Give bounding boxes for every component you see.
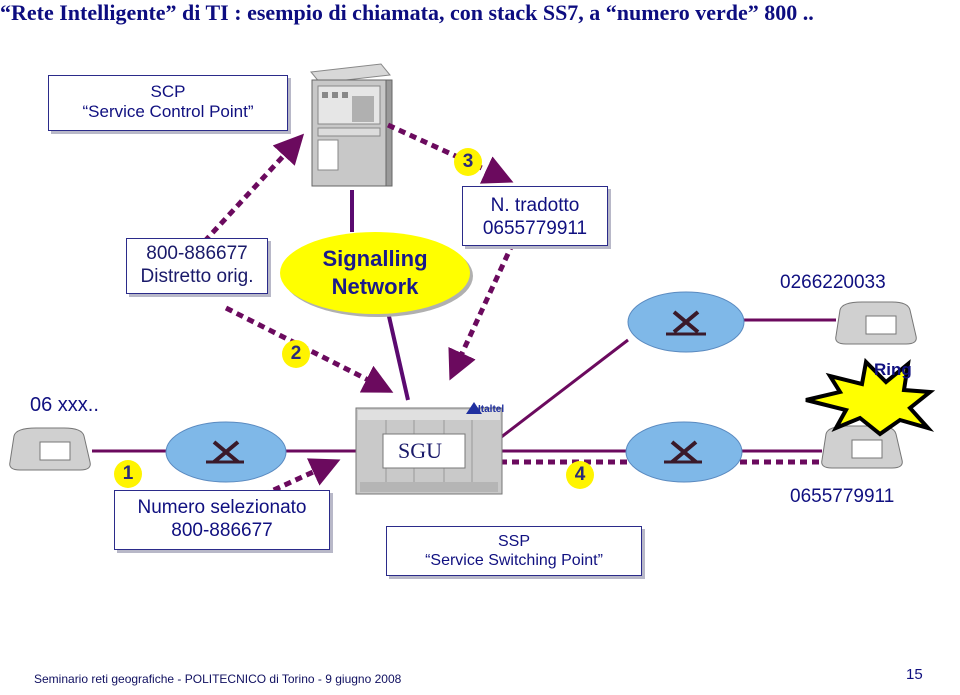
sgu-label: SGU	[398, 438, 443, 463]
page-title: “Rete Intelligente” di TI : esempio di c…	[0, 0, 814, 25]
ssp-subtitle: “Service Switching Point”	[425, 552, 603, 570]
translated-label: N. tradotto	[490, 195, 580, 216]
step-badge-4: 4	[566, 461, 594, 489]
signalling-network: Signalling Network	[280, 232, 470, 314]
page-number: 15	[906, 666, 923, 683]
switch-icon	[627, 291, 745, 353]
scp-box: SCP “Service Control Point”	[48, 75, 288, 131]
step-badge-1: 1	[114, 460, 142, 488]
phone-icon	[821, 425, 903, 469]
switch-icon	[625, 421, 743, 483]
dialed-district: Distretto orig.	[140, 265, 254, 287]
italtel-label: Italtel	[478, 404, 505, 415]
scp-title: SCP	[150, 82, 186, 101]
signalling-line1: Signalling	[322, 246, 428, 271]
selected-number-box: Numero selezionato 800-886677	[114, 490, 330, 550]
server-icon	[310, 63, 393, 187]
ssp-box: SSP “Service Switching Point”	[386, 526, 642, 576]
selected-label: Numero selezionato	[137, 497, 307, 518]
dialed-number: 800-886677	[146, 243, 248, 264]
selected-number: 800-886677	[171, 519, 273, 541]
switch-icon	[165, 421, 287, 483]
signalling-line2: Network	[331, 274, 419, 299]
translated-number-box: N. tradotto 0655779911	[462, 186, 608, 246]
phone-icon	[9, 427, 91, 471]
ring-label: Ring	[874, 360, 912, 379]
step-badge-3: 3	[454, 148, 482, 176]
ssp-title: SSP	[497, 533, 530, 550]
step-badge-2: 2	[282, 340, 310, 368]
caller-number: 06 xxx..	[30, 394, 99, 416]
dest-bottom-number: 0655779911	[790, 486, 895, 507]
dialed-number-box: 800-886677 Distretto orig.	[126, 238, 268, 294]
starburst-icon	[805, 357, 936, 437]
phone-icon	[835, 301, 917, 345]
dest-top-number: 0266220033	[780, 272, 886, 293]
scp-subtitle: “Service Control Point”	[82, 102, 254, 122]
translated-number: 0655779911	[482, 217, 588, 239]
footer-text: Seminario reti geografiche - POLITECNICO…	[34, 672, 402, 686]
exchange-icon	[355, 402, 503, 495]
